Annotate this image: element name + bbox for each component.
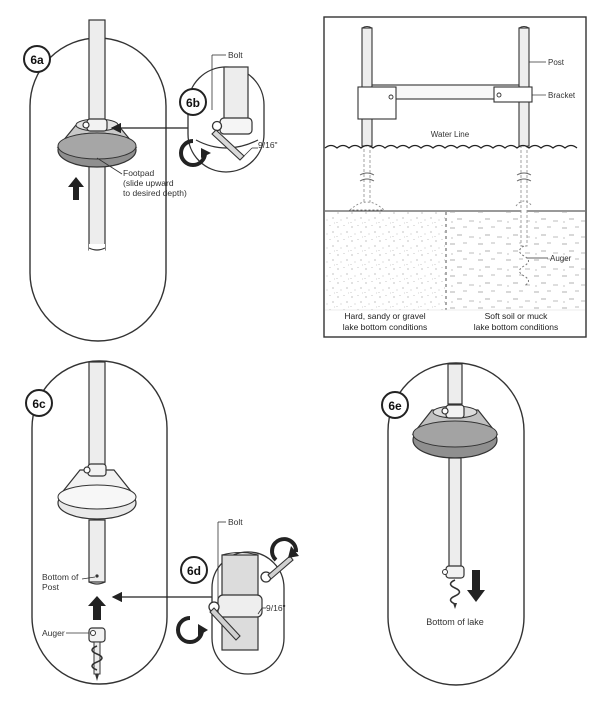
auger-soft <box>519 245 529 287</box>
label-water-line: Water Line <box>431 130 470 139</box>
soft-bottom-area <box>447 212 585 310</box>
auger-6e <box>442 565 465 609</box>
footpad-6c <box>57 463 137 520</box>
label-footpad-note-2: to desired depth) <box>123 188 187 198</box>
hard-bottom-area <box>325 212 445 310</box>
footpad-hard <box>348 201 386 211</box>
step-number-6b: 6b <box>186 96 200 110</box>
post-6c-lower <box>88 519 106 583</box>
auger-6c <box>88 627 106 681</box>
label-footpad: Footpad <box>123 168 154 178</box>
footpad-leader <box>96 157 123 175</box>
label-bottom-of-lake: Bottom of lake <box>426 617 484 627</box>
step-badge-6e <box>381 391 409 419</box>
rotate-arrow-6d-lower <box>176 616 204 644</box>
label-footpad-note-1: (slide upward <box>123 178 174 188</box>
step-number-6a: 6a <box>30 53 44 67</box>
step-number-6d: 6d <box>187 564 201 578</box>
water-line <box>324 144 578 149</box>
step-badge-6d <box>180 556 208 584</box>
label-bottom-of-post-1: Bottom of <box>42 572 79 582</box>
installation-overview-panel: Water Line Post Bracket Auger Hard, sand… <box>323 16 587 338</box>
wrench-6d <box>209 607 241 641</box>
rotate-arrow-6d-upper <box>270 537 299 562</box>
wrench-6d-upper <box>267 555 294 580</box>
caption-soft-2: lake bottom conditions <box>474 322 559 332</box>
detail-content-6d <box>208 552 294 651</box>
step-6d-detail: Bolt 9/16" 6d <box>176 517 299 675</box>
label-bolt-6d: Bolt <box>228 517 243 527</box>
step-6c-panel: Bottom of Post Auger 6c <box>25 360 214 685</box>
step-6a-panel: Footpad (slide upward to desired depth) … <box>23 19 190 342</box>
push-down-arrow-6e <box>467 570 485 602</box>
label-bottom-of-post-2: Post <box>42 582 60 592</box>
step-number-6c: 6c <box>32 397 46 411</box>
post-6e-upper <box>447 363 463 405</box>
bracket-left <box>357 86 397 120</box>
label-wrench-size-6b: 9/16" <box>258 140 278 150</box>
step-badge-6c <box>25 389 53 417</box>
step-number-6e: 6e <box>388 399 402 413</box>
footpad-6a <box>56 118 138 168</box>
label-bracket: Bracket <box>548 91 576 100</box>
footpad-6e <box>411 404 499 459</box>
label-post: Post <box>548 58 565 67</box>
label-auger-6c: Auger <box>42 628 65 638</box>
push-up-arrow-6c <box>88 596 106 620</box>
label-wrench-size-6d: 9/16" <box>266 603 286 613</box>
step-6e-panel: Bottom of lake 6e <box>381 362 525 686</box>
caption-soft-1: Soft soil or muck <box>485 311 549 321</box>
label-bolt-6b: Bolt <box>228 50 243 60</box>
caption-hard-1: Hard, sandy or gravel <box>344 311 425 321</box>
rotate-arrow-6b <box>179 139 207 167</box>
caption-hard-2: lake bottom conditions <box>343 322 428 332</box>
detail-content-6b <box>179 66 259 167</box>
step-6b-detail: Bolt 9/16" 6b <box>179 50 278 173</box>
bracket-right <box>493 86 533 103</box>
slide-up-arrow-6a <box>68 177 84 200</box>
post-6e-lower <box>448 457 462 569</box>
label-auger-overview: Auger <box>550 254 572 263</box>
step-badge-6b <box>179 88 207 116</box>
step-badge-6a <box>23 45 51 73</box>
